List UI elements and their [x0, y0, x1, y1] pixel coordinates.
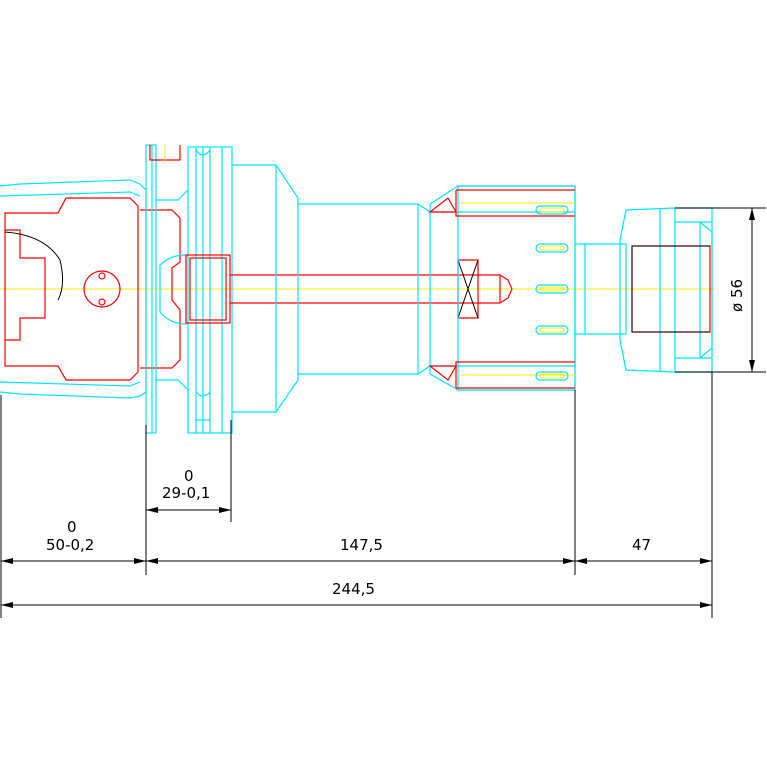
dim-147-5: 147,5 [340, 536, 383, 554]
nut-slots [535, 205, 569, 381]
dim-50-upper-tolerance: 0 [67, 518, 77, 536]
right-spigot-section [631, 245, 711, 333]
dim-47: 47 [632, 536, 651, 554]
top-key-slot [149, 145, 211, 162]
clamping-nut [428, 185, 576, 391]
dim-diameter-56: ø 56 [728, 279, 746, 312]
left-coupling-section [4, 197, 181, 381]
dim-29-upper-tolerance: 0 [184, 467, 194, 485]
dim-50-value: 50-0,2 [46, 536, 94, 554]
drawbar-section [185, 254, 513, 324]
dim-29-value: 29-0,1 [162, 484, 210, 502]
flange-plates [145, 144, 233, 434]
dim-244-5-total: 244,5 [332, 580, 375, 598]
right-spigot-outline [575, 207, 713, 373]
dimension-lines [0, 207, 766, 618]
